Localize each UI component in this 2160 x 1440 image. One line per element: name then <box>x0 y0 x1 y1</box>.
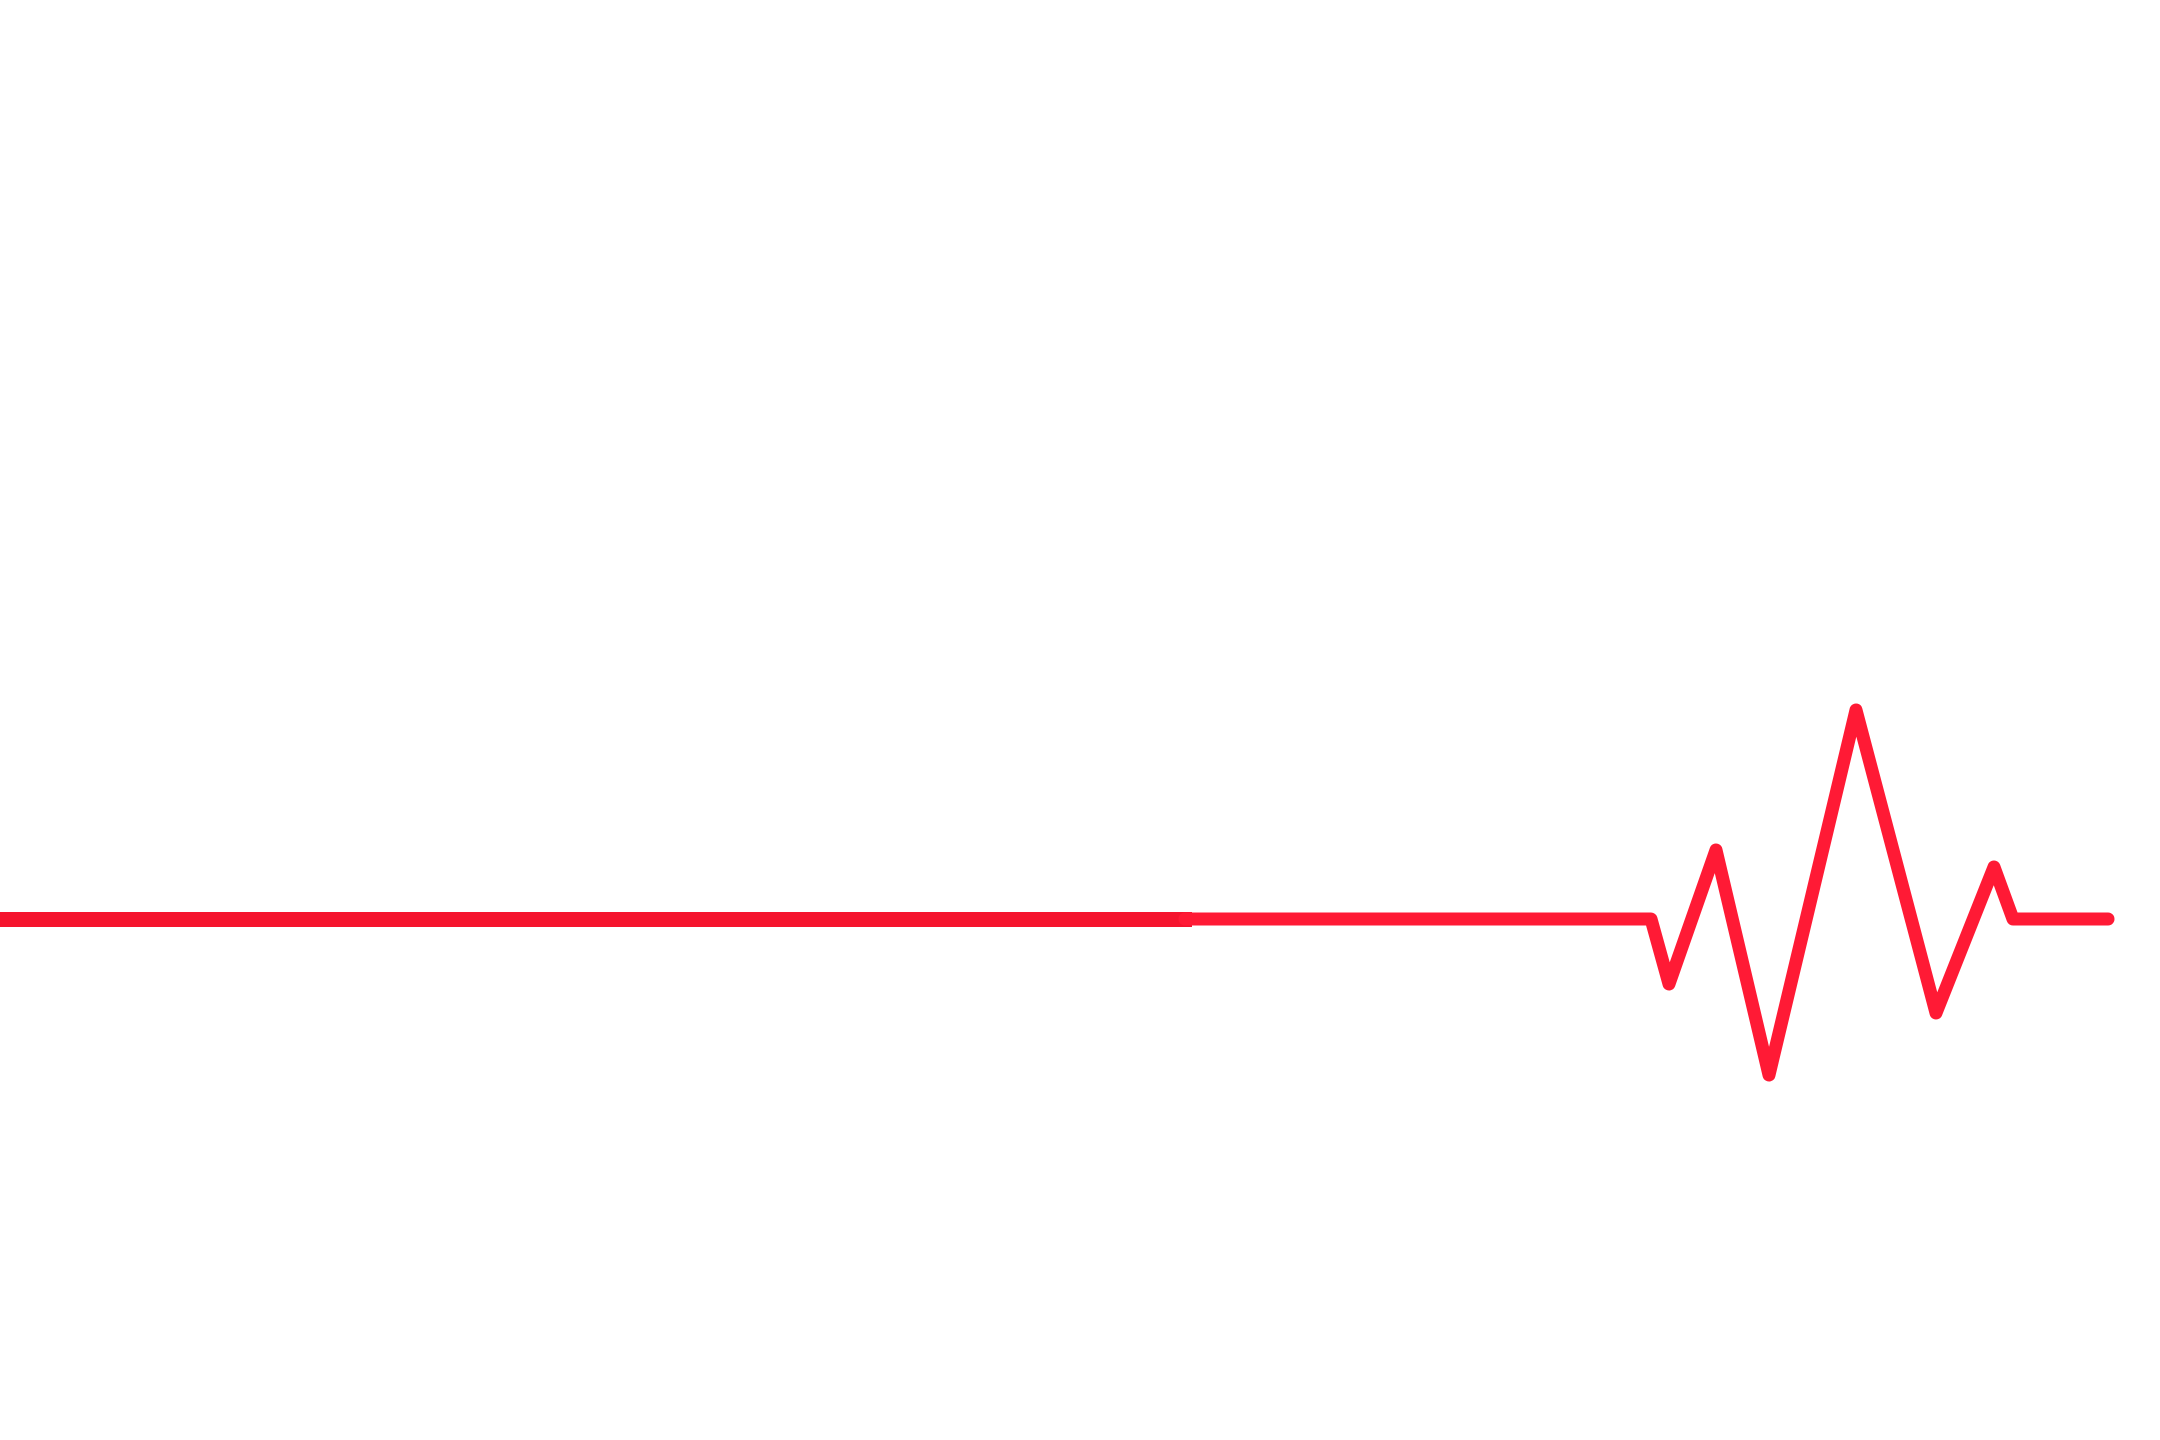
flatline-segment <box>0 912 1192 927</box>
pulse-waveform <box>1178 703 2115 1082</box>
